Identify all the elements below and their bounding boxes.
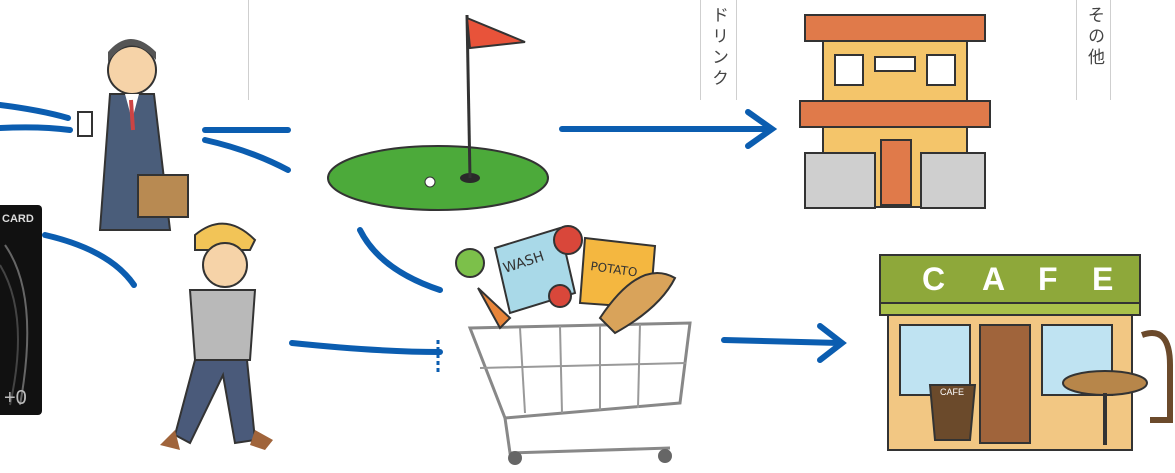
cafe-letter: C bbox=[922, 261, 945, 298]
house-icon bbox=[795, 15, 995, 210]
cafe-building: C A F E CAFE bbox=[880, 255, 1175, 455]
cafe-letter: F bbox=[1038, 261, 1058, 298]
connector-line bbox=[360, 230, 440, 290]
connector-line bbox=[205, 140, 288, 170]
hiker-icon bbox=[155, 215, 275, 455]
connector-line bbox=[0, 105, 68, 118]
connector-line bbox=[292, 343, 440, 352]
golf-green-icon bbox=[325, 10, 555, 210]
cafe-letter: A bbox=[982, 261, 1005, 298]
connector-line bbox=[0, 127, 70, 130]
shopping-cart-icon: WASH POTATO bbox=[450, 218, 710, 468]
arrow-to-cafe bbox=[724, 340, 840, 343]
cafe-sign-label: CAFE bbox=[940, 387, 964, 397]
businessman-icon bbox=[70, 30, 200, 230]
cafe-letter: E bbox=[1092, 261, 1113, 298]
connector-line bbox=[45, 235, 134, 285]
